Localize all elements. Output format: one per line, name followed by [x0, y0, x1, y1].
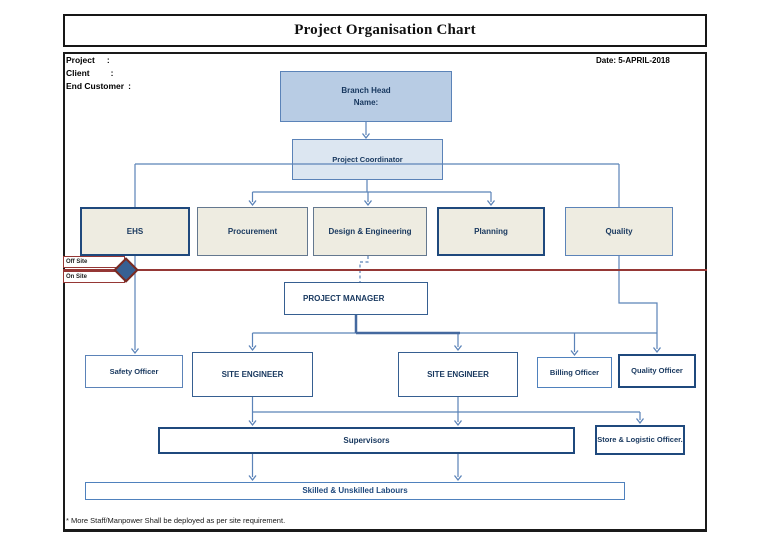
node-store-logistic-officer: Store & Logistic Officer.	[595, 425, 685, 455]
node-design-engineering: Design & Engineering	[313, 207, 427, 256]
node-planning: Planning	[437, 207, 545, 256]
node-label: Branch Head	[341, 85, 391, 95]
node-project-manager: PROJECT MANAGER	[284, 282, 428, 315]
node-quality-officer: Quality Officer	[618, 354, 696, 388]
node-skilled-unskilled-labours: Skilled & Unskilled Labours	[85, 482, 625, 500]
node-branch-head: Branch Head Name:	[280, 71, 452, 122]
meta-colon: :	[110, 68, 114, 78]
date-label: Date: 5-APRIL-2018	[596, 56, 670, 65]
title-bar: Project Organisation Chart	[63, 14, 707, 47]
node-project-coordinator: Project Coordinator	[292, 139, 443, 180]
meta-label: Project	[66, 55, 95, 65]
meta-label: Client	[66, 68, 90, 78]
meta-colon: :	[106, 55, 110, 65]
node-supervisors: Supervisors	[158, 427, 575, 454]
meta-label: End Customer	[66, 81, 125, 91]
footnote: * More Staff/Manpower Shall be deployed …	[66, 516, 286, 525]
node-site-engineer-1: SITE ENGINEER	[192, 352, 313, 397]
node-site-engineer-2: SITE ENGINEER	[398, 352, 518, 397]
off-site-label-box: Off Site	[63, 256, 125, 268]
node-label: Name:	[353, 97, 379, 107]
meta-row-end-customer: End Customer :	[66, 81, 131, 91]
node-quality: Quality	[565, 207, 673, 256]
meta-row-project: Project :	[66, 55, 110, 65]
meta-colon: :	[128, 81, 131, 91]
node-ehs: EHS	[80, 207, 190, 256]
node-procurement: Procurement	[197, 207, 308, 256]
on-site-label-box: On Site	[63, 271, 125, 283]
meta-row-client: Client :	[66, 68, 113, 78]
node-safety-officer: Safety Officer	[85, 355, 183, 388]
page-title: Project Organisation Chart	[294, 22, 476, 38]
node-billing-officer: Billing Officer	[537, 357, 612, 388]
